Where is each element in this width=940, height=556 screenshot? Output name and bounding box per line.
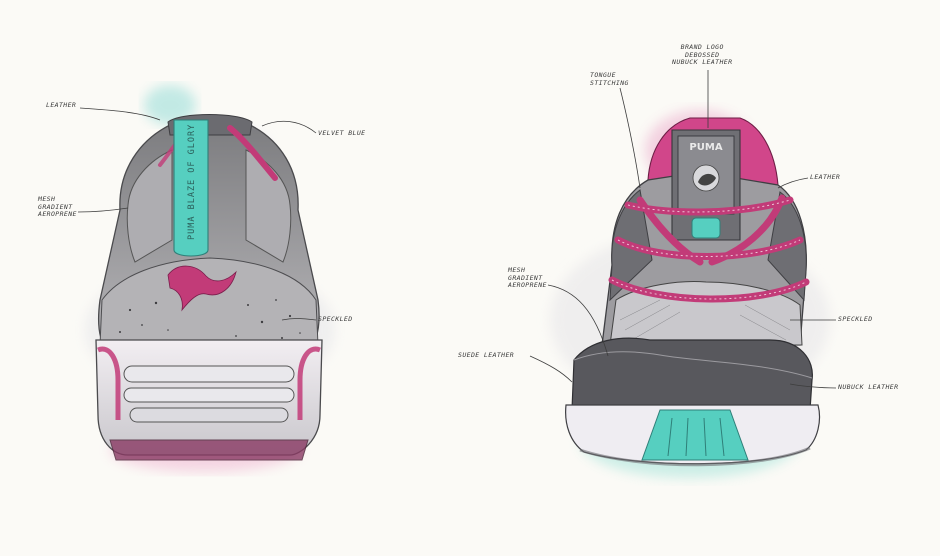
right-shoe-front-view: PUMA — [550, 110, 830, 478]
left-sole-slot-3 — [129, 407, 289, 423]
right-teal-outsole — [641, 409, 749, 461]
left-leader-lines — [77, 107, 317, 321]
right-tongue-pull — [691, 217, 721, 239]
left-label-speckled: SPECKLED — [318, 315, 353, 323]
left-label-velvet-blue: VELVET BLUE — [318, 129, 366, 137]
left-label-mesh-gradient: MESH GRADIENT AEROPRENE — [38, 195, 77, 218]
right-label-tongue-stitching: TONGUE STITCHING — [590, 71, 629, 87]
left-mesh-panel-l — [126, 149, 173, 263]
left-heel-tab-print: PUMA BLAZE OF GLORY — [187, 124, 197, 240]
left-label-leather: LEATHER — [46, 101, 77, 109]
right-leader-lines — [529, 70, 837, 389]
left-heel-counter — [99, 257, 319, 346]
right-label-speckled: SPECKLED — [838, 315, 873, 323]
left-shoe-rear-view: PUMA BLAZE OF GLORY — [85, 85, 335, 472]
right-tongue-wordmark: PUMA — [689, 142, 722, 153]
left-outsole — [109, 439, 309, 461]
left-heel-tab — [173, 119, 209, 257]
left-sole-slot-2 — [123, 387, 295, 403]
left-collar-lining — [227, 125, 278, 181]
right-label-suede-leather: SUEDE LEATHER — [458, 351, 515, 359]
left-sole-slot-1 — [123, 365, 295, 383]
right-label-brand-logo: BRAND LOGO DEBOSSED NUBUCK LEATHER — [672, 43, 733, 66]
right-label-nubuck-leather: NUBUCK LEATHER — [838, 383, 899, 391]
left-teal-wash — [144, 85, 196, 125]
right-label-mesh-gradient: MESH GRADIENT AEROPRENE — [508, 266, 547, 289]
left-speckles — [119, 299, 301, 339]
left-cat-logo — [167, 265, 237, 312]
right-toe-cap — [571, 337, 813, 411]
left-mesh-panel-r — [245, 149, 292, 263]
right-label-leather: LEATHER — [810, 173, 841, 181]
